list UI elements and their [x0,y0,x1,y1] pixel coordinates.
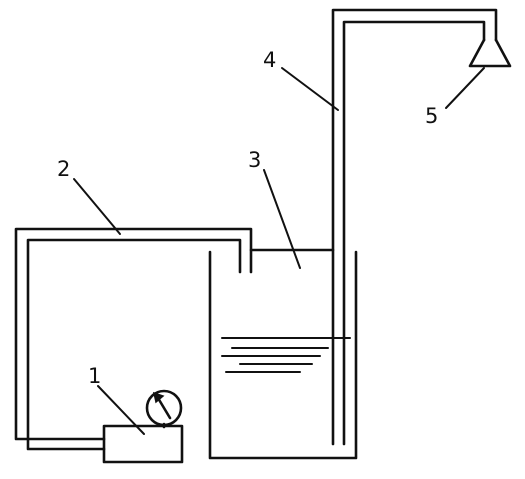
riser-pipe [331,8,498,446]
pump [102,424,184,464]
leader-lines [73,67,485,435]
label-tank: 3 [248,148,261,172]
pressure-gauge-icon [145,389,183,429]
leader-tank [263,169,301,269]
water-level-lines [221,337,351,373]
label-riser-pipe: 4 [263,48,276,72]
supply-pipe [14,227,253,451]
leader-shower-head [445,67,485,109]
label-supply-pipe: 2 [57,157,70,181]
label-shower-head: 5 [425,104,438,128]
leader-supply-pipe [73,178,121,235]
label-pump: 1 [88,364,101,388]
leader-riser-pipe [281,67,339,111]
leader-pump [97,385,145,435]
shower-head [468,38,512,68]
tank [208,248,358,460]
